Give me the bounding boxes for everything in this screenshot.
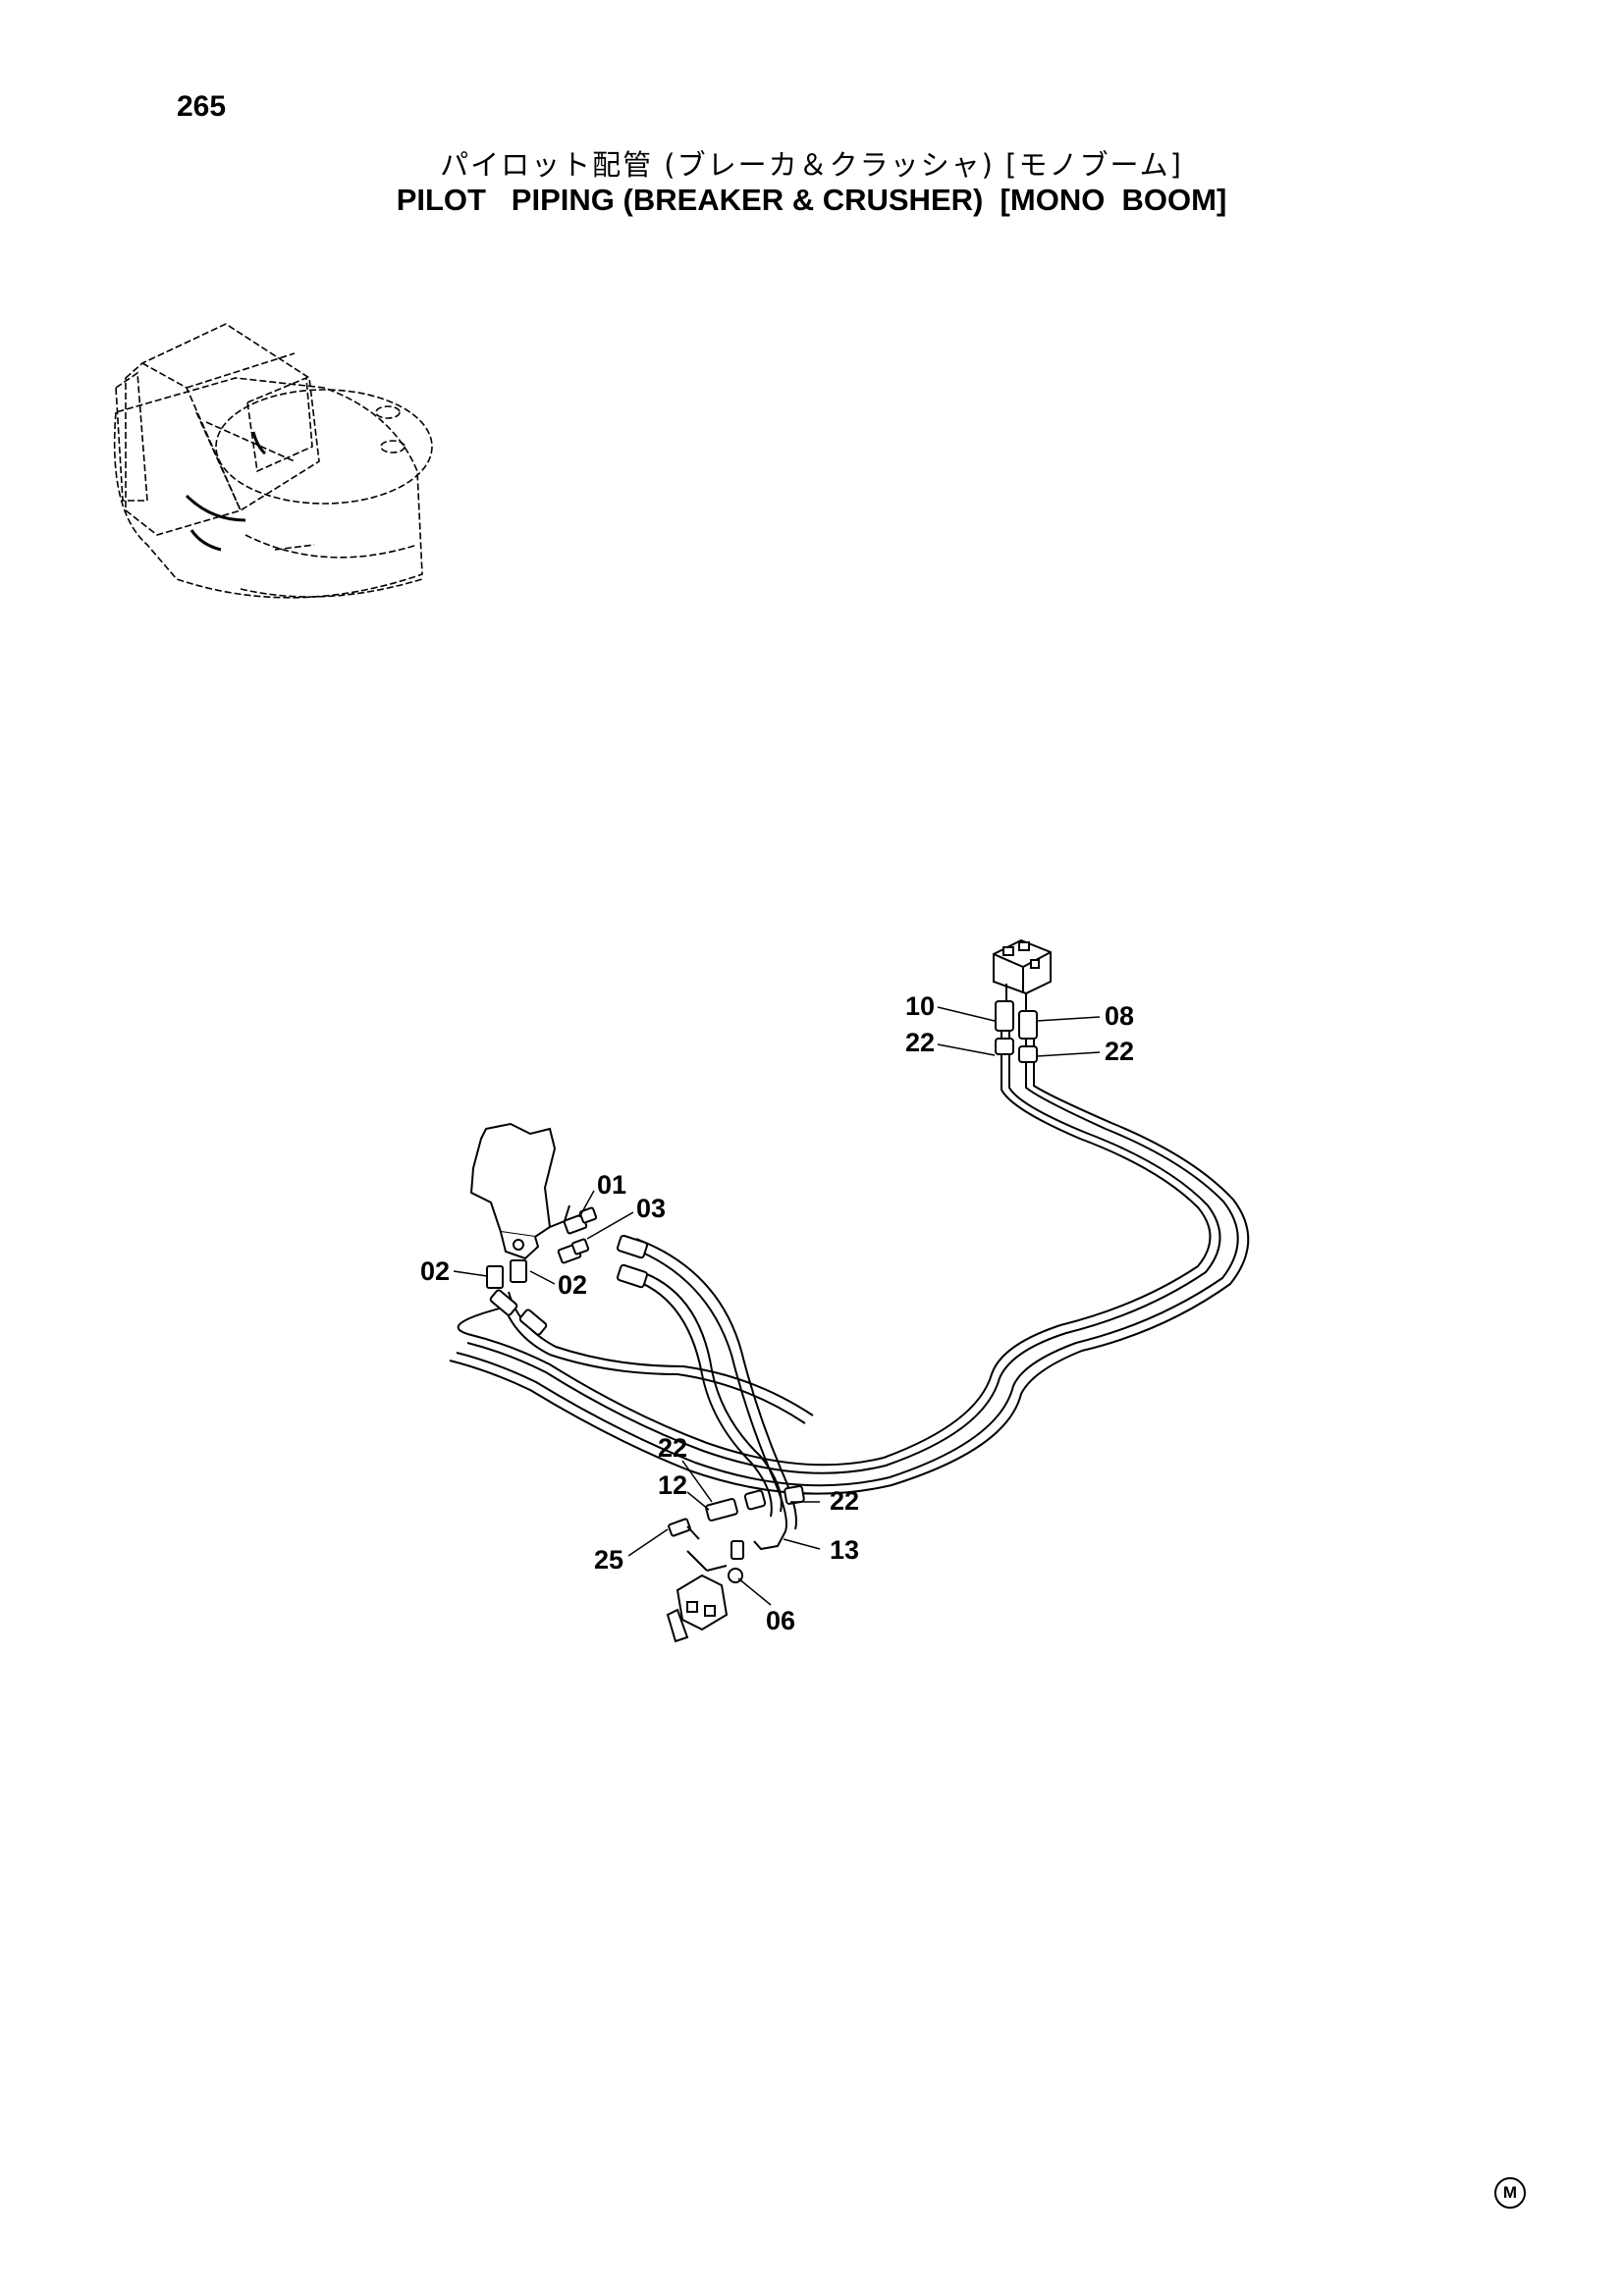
selector-valve-block — [993, 938, 1052, 1011]
callout-02-left: 02 — [420, 1256, 450, 1286]
leader-lines — [453, 1006, 1101, 1606]
title-japanese: パイロット配管 (ブレーカ＆クラッシャ) [モノブーム] — [440, 148, 1183, 182]
bottom-fittings — [666, 1485, 805, 1643]
corner-m-mark: M — [1494, 2177, 1526, 2209]
port-fittings — [486, 1206, 649, 1336]
callout-10: 10 — [905, 991, 935, 1021]
callout-22-bottom-a: 22 — [658, 1433, 687, 1463]
callout-08: 08 — [1105, 1001, 1134, 1031]
page-number: 265 — [177, 90, 227, 123]
callout-12: 12 — [658, 1470, 687, 1500]
callout-22-top-right: 22 — [1105, 1037, 1134, 1066]
callout-02-mid: 02 — [558, 1270, 587, 1300]
control-valve — [469, 1122, 570, 1260]
callout-13: 13 — [830, 1535, 859, 1565]
cab-pilot-hose-highlight — [185, 431, 267, 552]
callout-25: 25 — [594, 1545, 623, 1575]
callout-22-bottom-b: 22 — [830, 1486, 859, 1516]
callout-03: 03 — [636, 1194, 666, 1223]
callout-22-top-left: 22 — [905, 1028, 935, 1057]
callout-01: 01 — [597, 1170, 626, 1200]
top-hose-fittings — [995, 1000, 1038, 1063]
title-english: PILOT PIPING (BREAKER & CRUSHER) [MONO B… — [396, 183, 1227, 217]
callout-labels: 10 22 08 22 01 03 02 02 22 12 22 25 13 0… — [420, 991, 1134, 1635]
excavator-cab-illustration — [113, 323, 433, 599]
callout-06: 06 — [766, 1606, 795, 1635]
